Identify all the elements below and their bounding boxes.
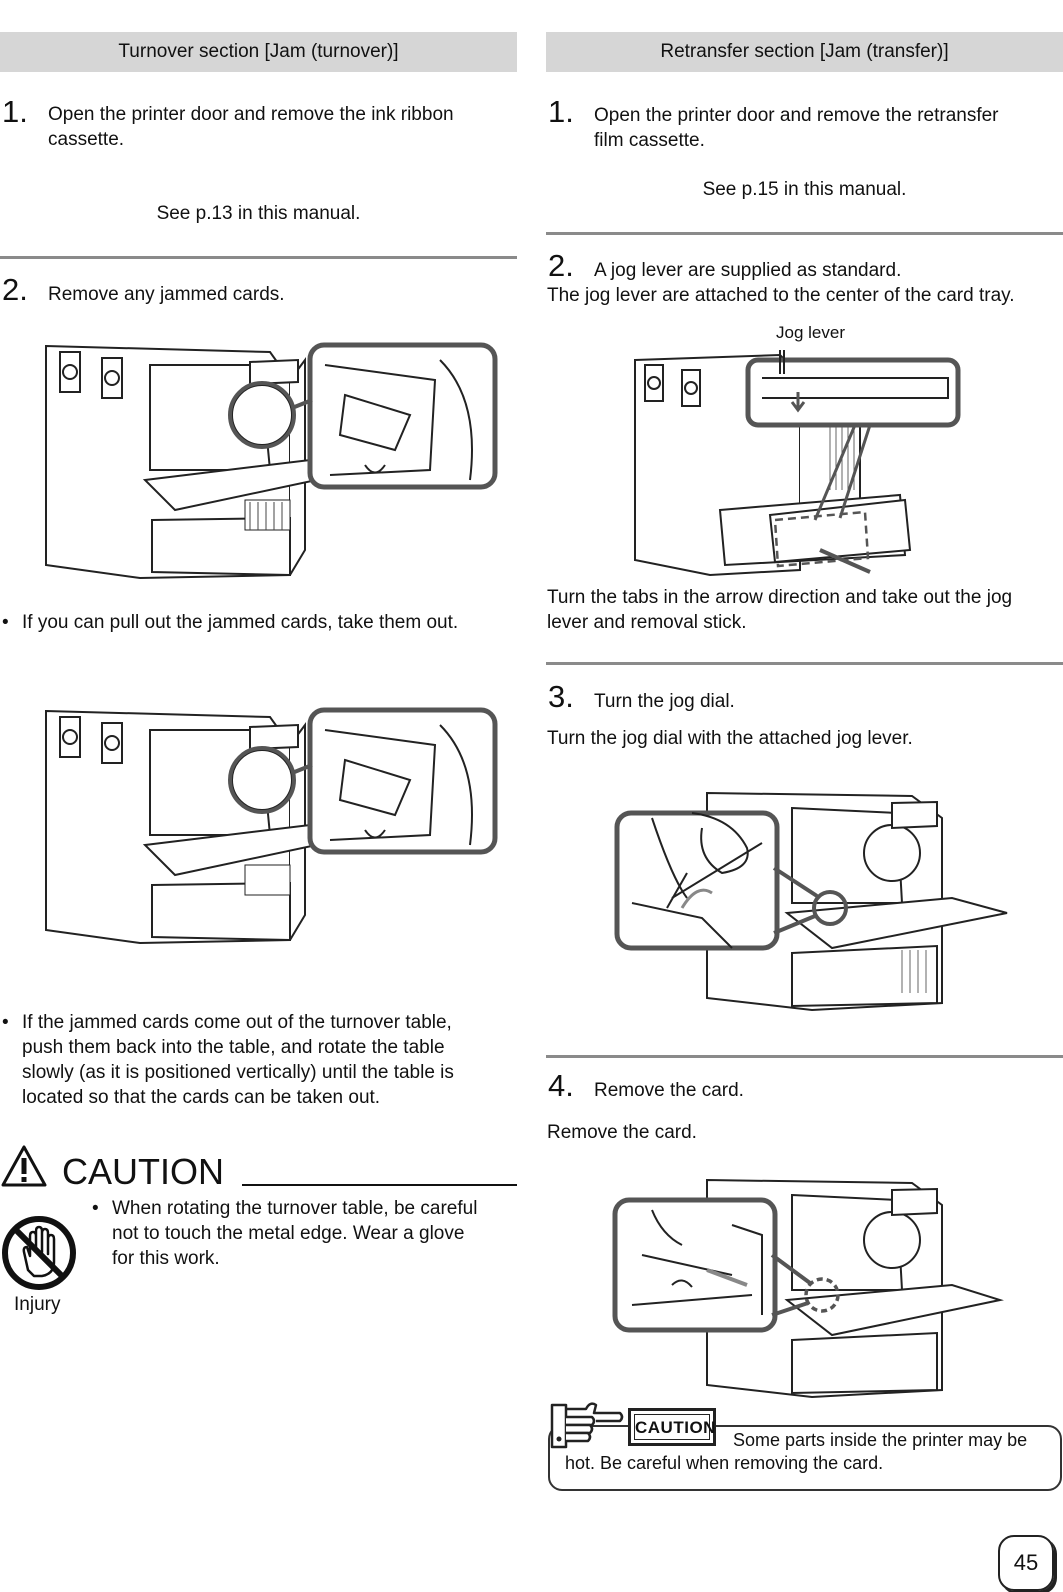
right-step3-number: 3. (548, 679, 574, 714)
pointing-hand-icon (550, 1402, 624, 1449)
bullet-dot: • (2, 612, 9, 633)
caution-badge: CAUTION (628, 1408, 716, 1446)
left-step2-number: 2. (2, 272, 28, 307)
left-step1-text-cont: cassette. (48, 129, 125, 150)
caution-badge-inner: CAUTION (634, 1414, 715, 1440)
right-step3-desc: Turn the jog dial with the attached jog … (547, 728, 913, 749)
injury-label: Injury (14, 1294, 61, 1315)
caution-title-rule (242, 1184, 517, 1186)
right-divider-3 (546, 1055, 1063, 1058)
right-step2-text: A jog lever are supplied as standard. (594, 260, 902, 281)
page-number: 45 (998, 1535, 1054, 1591)
right-step2-text-cont: The jog lever are attached to the center… (547, 285, 1015, 306)
right-step4-text: Remove the card. (594, 1080, 744, 1101)
right-step4-desc: Remove the card. (547, 1122, 697, 1143)
right-step2-after-text: Turn the tabs in the arrow direction and… (547, 587, 1013, 608)
jog-lever-callout: Jog lever (776, 323, 845, 342)
left-step1-text: Open the printer door and remove the ink… (48, 104, 454, 125)
bullet-dot: • (92, 1198, 99, 1219)
right-divider-2 (546, 662, 1063, 665)
left-divider-1 (0, 256, 517, 259)
right-step1-text: Open the printer door and remove the ret… (594, 105, 999, 126)
caution-bullet: • When rotating the turnover table, be c… (92, 1198, 478, 1269)
hot-parts-note-line2: hot. Be careful when removing the card. (565, 1453, 884, 1473)
right-section-header: Retransfer section [Jam (transfer)] (546, 32, 1063, 72)
right-step2-number: 2. (548, 248, 574, 283)
caution-title: CAUTION (62, 1151, 224, 1192)
hot-parts-note-line1: Some parts inside the printer may be (733, 1430, 1028, 1450)
right-step1-text-cont: film cassette. (594, 130, 705, 151)
right-step3-text: Turn the jog dial. (594, 691, 735, 712)
left-step2-text: Remove any jammed cards. (48, 284, 285, 305)
right-divider-1 (546, 232, 1063, 235)
printer-illustration-remove-card (612, 1178, 1004, 1399)
right-step1-number: 1. (548, 94, 574, 129)
no-touch-hand-icon (2, 1216, 76, 1290)
warning-triangle-icon (1, 1145, 47, 1187)
printer-illustration-card-tray (634, 350, 961, 577)
bullet-dot: • (2, 1012, 9, 1033)
printer-illustration-turnover-1 (45, 342, 498, 580)
left-step1-number: 1. (2, 94, 28, 129)
printer-illustration-turnover-2 (45, 707, 498, 945)
hot-parts-note-box (548, 1425, 1062, 1491)
right-step4-number: 4. (548, 1068, 574, 1103)
left-bullet-2: • If the jammed cards come out of the tu… (2, 1012, 454, 1108)
right-step2-after-text-cont: lever and removal stick. (547, 612, 747, 633)
right-step1-reference: See p.15 in this manual. (702, 179, 907, 200)
left-section-header: Turnover section [Jam (turnover)] (0, 32, 517, 72)
left-step1-reference: See p.13 in this manual. (156, 203, 361, 224)
printer-illustration-jog-dial (614, 791, 1008, 1012)
